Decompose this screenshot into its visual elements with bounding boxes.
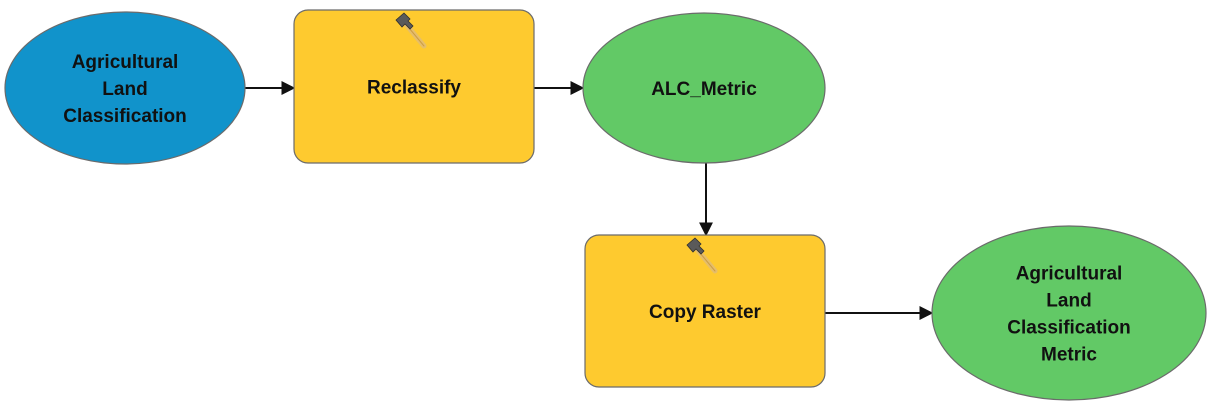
- node-reclassify[interactable]: Reclassify: [293, 9, 535, 164]
- node-label-line: Classification: [63, 106, 187, 127]
- node-label-line: Land: [1046, 291, 1091, 312]
- node-label-line: Land: [102, 79, 147, 100]
- hammer-icon: [395, 12, 427, 49]
- node-label-line: Copy Raster: [649, 302, 762, 323]
- nodes: AgriculturalLandClassificationReclassify…: [4, 9, 1207, 401]
- node-label-line: ALC_Metric: [651, 79, 757, 100]
- node-label-line: Metric: [1041, 345, 1097, 366]
- node-label-line: Classification: [1007, 318, 1131, 339]
- node-copy-raster[interactable]: Copy Raster: [584, 234, 826, 388]
- node-label-line: Reclassify: [367, 78, 461, 99]
- node-shape: [293, 9, 535, 164]
- node-shape: [582, 12, 826, 164]
- node-label-line: Agricultural: [1016, 264, 1123, 285]
- node-shape: [584, 234, 826, 388]
- node-alc-metric[interactable]: ALC_Metric: [582, 12, 826, 164]
- node-shape: [931, 225, 1207, 401]
- hammer-icon: [686, 237, 718, 274]
- node-label-line: Agricultural: [72, 52, 179, 73]
- node-shape: [4, 11, 246, 165]
- connectors: [245, 81, 934, 320]
